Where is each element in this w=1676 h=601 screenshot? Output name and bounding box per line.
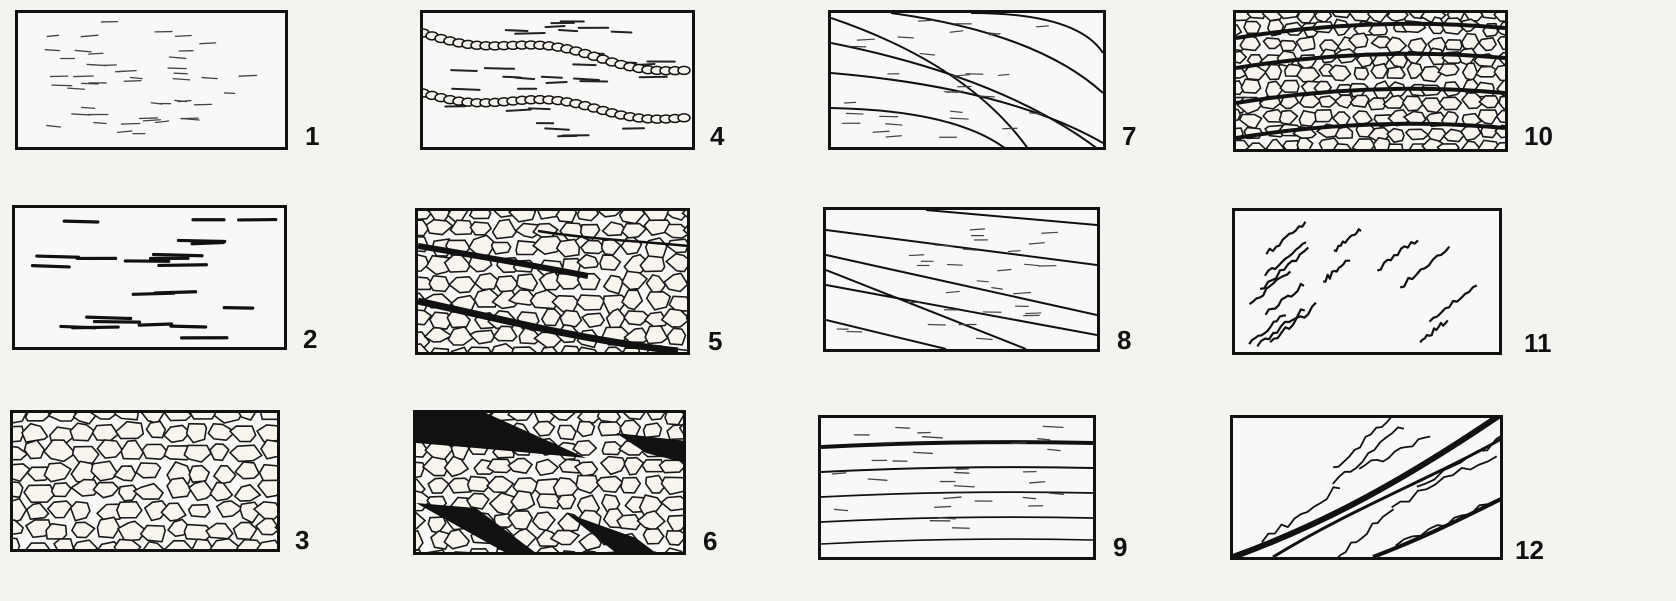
panel-label-9: 9: [1113, 534, 1127, 560]
panel-9: [818, 415, 1096, 560]
panel-6: [413, 410, 686, 555]
panel-label-2: 2: [303, 326, 317, 352]
pattern-drawing: [1236, 13, 1505, 149]
pattern-drawing: [416, 413, 683, 552]
panel-1: [15, 10, 288, 150]
panel-label-6: 6: [703, 528, 717, 554]
pattern-drawing: [1233, 418, 1500, 557]
panel-label-7: 7: [1122, 123, 1136, 149]
panel-label-1: 1: [305, 123, 319, 149]
pattern-drawing: [13, 413, 277, 549]
pattern-drawing: [1235, 211, 1499, 352]
panel-label-11: 11: [1524, 330, 1552, 356]
pattern-drawing: [18, 13, 285, 147]
pattern-drawing: [418, 211, 687, 352]
panel-7: [828, 10, 1106, 150]
panel-12: [1230, 415, 1503, 560]
panel-11: [1232, 208, 1502, 355]
panel-8: [823, 207, 1100, 352]
panel-4: [420, 10, 695, 150]
panel-2: [12, 205, 287, 350]
panel-label-8: 8: [1117, 327, 1131, 353]
panel-3: [10, 410, 280, 552]
panel-10: [1233, 10, 1508, 152]
pattern-drawing: [826, 210, 1097, 349]
pattern-drawing: [423, 13, 692, 147]
pattern-drawing: [821, 418, 1093, 557]
panel-label-12: 12: [1515, 537, 1544, 563]
panel-label-5: 5: [708, 328, 722, 354]
panel-label-10: 10: [1524, 123, 1553, 149]
panel-5: [415, 208, 690, 355]
pattern-drawing: [15, 208, 284, 347]
pattern-drawing: [831, 13, 1103, 147]
panel-label-3: 3: [295, 527, 309, 553]
panel-label-4: 4: [710, 123, 724, 149]
